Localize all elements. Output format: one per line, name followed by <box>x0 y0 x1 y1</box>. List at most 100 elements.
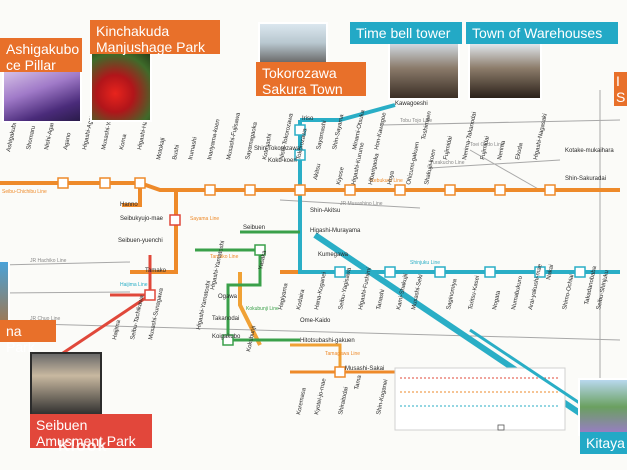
station-badge <box>57 177 69 189</box>
station-label: Hagiyama <box>278 282 290 310</box>
station-badge <box>244 184 256 196</box>
station-label: Koremasa <box>296 387 308 416</box>
station-label: Arai-yakushi-mae <box>528 263 544 311</box>
station-label: Sayamashi <box>316 120 328 150</box>
station-badge <box>134 177 146 189</box>
station-label: Hon-Kawagoe <box>374 111 388 150</box>
ikebukuro-line-label: Ikebukuro Line <box>370 178 403 184</box>
station-label: Seibuen-yuenchi <box>118 238 163 244</box>
station-badge <box>222 334 234 346</box>
station-badge <box>484 266 496 278</box>
station-badge <box>254 244 266 256</box>
kinchakuda-callout-line1: Kinchakuda <box>96 23 170 39</box>
tobu-tojo-line-label: Tobu Tojo Line <box>400 118 432 124</box>
station-label: Shin-Sakuradai <box>565 176 606 182</box>
station-label: Musashi-Sakai <box>345 366 384 372</box>
station-label: Seibukyujo-mae <box>120 216 164 222</box>
station-label: Koma <box>119 133 128 150</box>
station-label: Ashigakubo <box>6 120 19 153</box>
yurakucho-line-label: Yurakucho Line <box>430 160 465 166</box>
station-label: Koigakubo <box>212 334 241 340</box>
tamagawa-line-label: Tamagawa Line <box>325 351 360 357</box>
station-label: Haijima <box>112 319 122 340</box>
station-label: Kodaira <box>296 288 306 310</box>
station-label: Nakai <box>546 264 555 280</box>
station-label: Ohizumi-gakuen <box>406 141 421 185</box>
station-label: Ome-Kaido <box>300 318 331 324</box>
station-label: Seibu-Shinjuku <box>596 270 610 311</box>
station-badge <box>574 266 586 278</box>
line-labels: Seibu-Chichibu Line Sayama Line Tamako L… <box>2 118 504 357</box>
station-label: Kyotei-jo-mae <box>314 377 328 415</box>
station-label: Iriso <box>302 116 314 122</box>
station-label: Agano <box>63 132 73 151</box>
station-label: Yasaka <box>258 249 268 270</box>
station-label: Tamako <box>145 268 167 274</box>
station-label: Kotake-mukaihara <box>565 148 614 154</box>
right-edge-line2: S <box>616 89 626 105</box>
tokorozawa-callout-line1: Tokorozawa <box>262 65 337 81</box>
right-edge-callout: I S <box>614 72 627 106</box>
station-badge <box>294 184 306 196</box>
station-label: Kokubunji <box>246 325 257 352</box>
kinchakuda-manjushage-photo <box>90 52 152 122</box>
jr-hachiko-line-label: JR Hachiko Line <box>30 258 67 264</box>
warehouses-callout-label: Town of Warehouses <box>472 25 603 41</box>
station-badge <box>444 184 456 196</box>
station-label: Irumashi <box>188 137 199 161</box>
tamagawa-yellow <box>238 272 262 346</box>
station-label: Koku-koen <box>268 158 297 164</box>
station-label: Ogawa <box>218 294 238 300</box>
station-label: Saginomiya <box>446 278 459 311</box>
station-label: Higashi-Nagasaki <box>533 113 549 160</box>
station-label: Higashi-Murayama <box>310 228 361 234</box>
tokorozawa-callout-line2: Sakura Town <box>262 81 343 97</box>
seibuen-line <box>195 230 300 342</box>
station-badge <box>434 266 446 278</box>
station-label: Motokaji <box>156 137 167 160</box>
jr-chuo-line-label: JR Chuo Line <box>30 316 61 322</box>
tamagawa-connector <box>290 343 342 372</box>
station-label: Tanashi <box>376 289 386 310</box>
station-badge <box>394 184 406 196</box>
ikebukuro-line-track <box>0 181 620 192</box>
haijima-line-label: Haijima Line <box>120 282 148 288</box>
station-label: Hana-Koganei <box>314 272 328 311</box>
tokorozawa-sakura-town-photo <box>258 22 328 64</box>
station-label: Hoya <box>387 170 396 186</box>
station-label: Musashi-Fujisawa <box>226 112 242 161</box>
station-label: Seibu-Tachikawa <box>130 294 145 340</box>
town-of-warehouses-photo <box>468 42 542 100</box>
station-badge <box>534 266 546 278</box>
toei-oedo-line <box>469 149 541 191</box>
haijima-line-track <box>110 255 152 297</box>
kinchakuda-callout: Kinchakuda Manjushage Park <box>90 20 220 55</box>
ashigakubo-callout: Ashigakubo ce Pillar <box>0 38 82 73</box>
hon-kawagoe-branch <box>300 103 396 122</box>
sayama-line-label: Sayama Line <box>190 216 219 222</box>
kitaya-callout: Kitaya <box>580 432 627 454</box>
station-badge <box>169 214 181 226</box>
station-badge <box>204 184 216 196</box>
kokubunji-line-label: Kokubunji Line <box>246 306 279 312</box>
station-label: Toritsu-Kasei <box>468 275 481 310</box>
station-label: Shin-Koganei <box>376 379 389 415</box>
station-label: Nerima <box>497 140 507 161</box>
kinchakuda-callout-line2: Manjushage Park <box>96 39 205 55</box>
time-bell-callout: Time bell tower <box>350 22 462 44</box>
tokorozawa-callout: Tokorozawa Sakura Town <box>256 62 366 97</box>
park-fragment-label: na Park <box>6 323 35 355</box>
ashigakubo-callout-line2: ce Pillar <box>6 57 56 73</box>
warehouses-callout: Town of Warehouses <box>466 22 618 44</box>
seibuen-pointer <box>59 293 151 357</box>
station-badge <box>99 177 111 189</box>
station-label: Nishi-Tokorozawa <box>279 112 295 160</box>
station-badge <box>144 289 156 301</box>
station-label: Nogata <box>492 290 502 311</box>
park-fragment-callout: na Park <box>0 320 56 355</box>
station-badge <box>334 366 346 378</box>
station-badges <box>57 124 586 378</box>
time-bell-tower-photo <box>388 42 460 100</box>
seibu-chichibu-line-label: Seibu-Chichibu Line <box>2 189 47 195</box>
station-label: Takanodai <box>212 316 239 322</box>
